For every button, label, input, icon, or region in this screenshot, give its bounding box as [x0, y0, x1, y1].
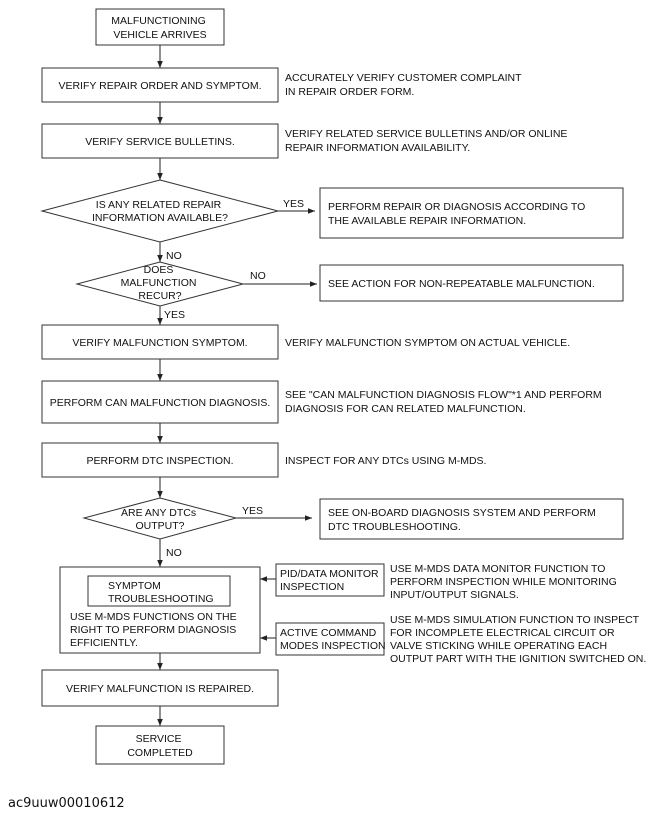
decision-recur-diamond: [75, 261, 245, 307]
note-active: USE M-MDS SIMULATION FUNCTION TO INSPECT…: [390, 614, 646, 665]
non-repeatable-box: [319, 264, 624, 302]
decision-dtc-no-label: NO: [166, 547, 182, 559]
mmds-functions-label: USE M-MDS FUNCTIONS ON THE RIGHT TO PERF…: [70, 611, 240, 649]
pid-monitor-label: PID/DATA MONITOR INSPECTION: [280, 568, 382, 593]
decision-dtc-diamond: [82, 497, 238, 540]
start-box: [95, 8, 225, 46]
verify-repaired-label: VERIFY MALFUNCTION IS REPAIRED.: [66, 683, 254, 695]
start-label: MALFUNCTIONING VEHICLE ARRIVES: [111, 15, 208, 41]
note-repair-order: ACCURATELY VERIFY CUSTOMER COMPLAINT IN …: [285, 72, 524, 98]
verify-repair-order-label: VERIFY REPAIR ORDER AND SYMPTOM.: [58, 80, 261, 92]
decision-recur-yes-label: YES: [164, 309, 185, 321]
pid-monitor-box: [275, 563, 385, 597]
symptom-troubleshooting-box: [87, 575, 231, 607]
non-repeatable-label: SEE ACTION FOR NON-REPEATABLE MALFUNCTIO…: [328, 278, 595, 290]
verify-symptom-label: VERIFY MALFUNCTION SYMPTOM.: [72, 337, 247, 349]
figure-code: ac9uuw00010612: [8, 796, 125, 811]
note-pid: USE M-MDS DATA MONITOR FUNCTION TO PERFO…: [390, 563, 620, 601]
decision-info-yes-label: YES: [283, 198, 304, 210]
perform-repair-label: PERFORM REPAIR OR DIAGNOSIS ACCORDING TO…: [328, 201, 588, 227]
can-diagnosis-box: [41, 380, 279, 424]
connectors: [157, 45, 317, 726]
note-dtc: INSPECT FOR ANY DTCs USING M-MDS.: [285, 455, 486, 467]
can-diagnosis-label: PERFORM CAN MALFUNCTION DIAGNOSIS.: [50, 397, 271, 409]
decision-info-diamond: [40, 179, 280, 243]
verify-bulletins-box: [41, 123, 279, 159]
note-can: SEE "CAN MALFUNCTION DIAGNOSIS FLOW"*1 A…: [285, 389, 605, 415]
end-box: [95, 725, 225, 765]
verify-repair-order-box: [41, 67, 279, 103]
decision-dtc-yes-label: YES: [242, 505, 263, 517]
onboard-diagnosis-label: SEE ON-BOARD DIAGNOSIS SYSTEM AND PERFOR…: [328, 507, 599, 533]
symptom-troubleshooting-label: SYMPTOM TROUBLESHOOTING: [108, 580, 214, 605]
decision-recur-no-label: NO: [250, 270, 266, 282]
flowchart-diagram: MALFUNCTIONING VEHICLE ARRIVES VERIFY RE…: [40, 8, 646, 765]
decision-info-no-label: NO: [166, 250, 182, 262]
verify-repaired-box: [41, 669, 279, 707]
verify-symptom-box: [41, 324, 279, 360]
decision-recur-label: DOES MALFUNCTION RECUR?: [121, 264, 200, 302]
active-command-box: [275, 622, 385, 656]
decision-info-label: IS ANY RELATED REPAIR INFORMATION AVAILA…: [92, 199, 228, 224]
note-symptom: VERIFY MALFUNCTION SYMPTOM ON ACTUAL VEH…: [285, 337, 570, 349]
verify-bulletins-label: VERIFY SERVICE BULLETINS.: [85, 136, 235, 148]
onboard-diagnosis-box: [319, 498, 624, 540]
dtc-inspection-label: PERFORM DTC INSPECTION.: [86, 455, 233, 467]
note-bulletins: VERIFY RELATED SERVICE BULLETINS AND/OR …: [285, 128, 570, 154]
perform-repair-box: [319, 187, 624, 239]
dtc-inspection-box: [41, 442, 279, 478]
active-command-label: ACTIVE COMMAND MODES INSPECTION: [280, 627, 386, 652]
end-label: SERVICE COMPLETED: [127, 733, 193, 759]
decision-dtc-label: ARE ANY DTCs OUTPUT?: [121, 507, 199, 532]
